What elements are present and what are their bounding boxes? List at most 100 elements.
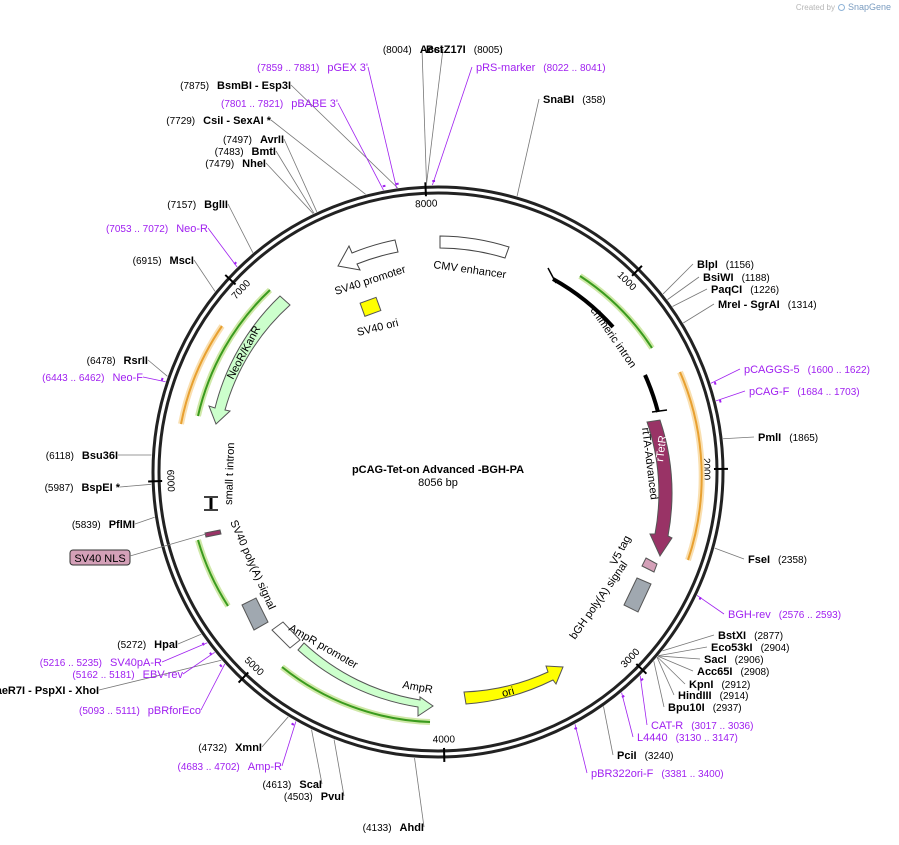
- primer-range-sv40pa-r: (5216 .. 5235): [40, 658, 102, 669]
- enzyme-position-rsrii: (6478): [87, 356, 116, 367]
- enzyme-site-csii-sexai[interactable]: (7729)CsiI - SexAI *: [166, 115, 271, 127]
- enzyme-leader-hindiii: [656, 657, 675, 696]
- feature-sv40-polya[interactable]: [241, 597, 269, 631]
- feature-label-chimeric-intron: chimeric intron: [588, 305, 639, 370]
- primer-site-pbr322ori-f[interactable]: (3381 .. 3400)pBR322ori-F: [591, 768, 724, 780]
- feature-ampr-promoter[interactable]: [271, 621, 301, 649]
- feature-bgh-polya[interactable]: [623, 577, 652, 613]
- enzyme-site-pmli[interactable]: (1865)PmlI: [758, 432, 818, 444]
- enzyme-site-pflmi[interactable]: (5839)PflMI: [72, 519, 135, 531]
- enzyme-leader-pflmi: [134, 516, 155, 525]
- enzyme-position-bsu36i: (6118): [46, 451, 74, 462]
- primer-leader-neo-r: [207, 227, 238, 268]
- enzyme-site-paer7i-pspxi-xhoi[interactable]: (5125)PaeR7I - PspXI - XhoI: [0, 685, 99, 697]
- chimeric-intron-start-bar: [547, 267, 557, 284]
- enzyme-site-blpi[interactable]: (1156)BlpI: [697, 259, 754, 271]
- enzyme-site-eco53ki[interactable]: (2904)Eco53kI: [711, 642, 790, 654]
- primer-leader-cat-r: [639, 675, 648, 726]
- enzyme-leader-xmni: [261, 716, 289, 748]
- feature-ori[interactable]: [463, 665, 564, 705]
- feature-sv40-promoter[interactable]: [337, 239, 399, 271]
- feature-label-bgh-polya: bGH poly(A) signal: [568, 559, 631, 642]
- feature-cmv-enhancer[interactable]: [439, 235, 510, 259]
- primer-site-mark-ebv-rev: [209, 652, 213, 656]
- enzyme-site-paqci[interactable]: (1226) PaqCI: [711, 284, 779, 296]
- enzyme-site-pvui[interactable]: (4503)PvuI: [284, 791, 344, 803]
- feature-neor-kanr[interactable]: [208, 295, 291, 425]
- feature-sv40-nls-mark[interactable]: [204, 529, 222, 538]
- enzyme-site-avrii[interactable]: (7497)AvrII: [223, 134, 284, 146]
- primer-site-neo-f[interactable]: (6443 .. 6462)Neo-F: [42, 372, 143, 384]
- enzyme-name-paqci: PaqCI: [711, 284, 742, 296]
- primer-leader-pcaggs-5: [710, 368, 741, 384]
- enzyme-site-mrei-sgrai[interactable]: (1314)MreI - SgrAI: [718, 299, 817, 311]
- enzyme-site-bspei[interactable]: (5987)BspEI *: [45, 482, 121, 494]
- primer-site-pbabe-3[interactable]: (7801 .. 7821)pBABE 3': [221, 98, 338, 110]
- primer-site-l4440[interactable]: (3130 .. 3147)L4440: [637, 732, 738, 744]
- enzyme-position-paqci: (1226): [750, 285, 779, 296]
- enzyme-site-bsmbi-esp3i[interactable]: (7875)BsmBI - Esp3I: [180, 80, 291, 92]
- enzyme-site-hpai[interactable]: (5272)HpaI: [117, 639, 178, 651]
- primer-site-cat-r[interactable]: (3017 .. 3036)CAT-R: [651, 720, 753, 732]
- feature-chimeric-intron[interactable]: [552, 277, 615, 329]
- enzyme-site-fsei[interactable]: (2358)FseI: [748, 554, 807, 566]
- enzyme-site-bstz17i[interactable]: (8005)BstZ17I: [426, 44, 503, 56]
- enzyme-site-bmti[interactable]: (7483)BmtI: [215, 146, 276, 158]
- feature-rtetr[interactable]: [646, 419, 673, 558]
- enzyme-position-snabi: (358): [582, 95, 605, 106]
- enzyme-position-bstxi: (2877): [754, 631, 783, 642]
- feature-v5-tag[interactable]: [641, 557, 658, 573]
- primer-site-neo-r[interactable]: (7053 .. 7072)Neo-R: [106, 223, 208, 235]
- feature-ampr[interactable]: [297, 642, 434, 717]
- enzyme-leader-msci: [193, 259, 216, 292]
- enzyme-site-nhei[interactable]: (7479)NheI: [205, 158, 266, 170]
- enzyme-site-rsrii[interactable]: (6478)RsrII: [87, 355, 148, 367]
- enzyme-site-snabi[interactable]: (358)SnaBI: [543, 94, 606, 106]
- primer-site-pgex-3[interactable]: (7859 .. 7881)pGEX 3': [257, 62, 368, 74]
- primer-site-ebv-rev[interactable]: (5162 .. 5181)EBV-rev: [72, 669, 183, 681]
- enzyme-site-saci[interactable]: (2906)SacI: [704, 654, 764, 666]
- primer-site-pcaggs-5[interactable]: (1600 .. 1622)pCAGGS-5: [744, 364, 870, 376]
- enzyme-site-bsiwi[interactable]: (1188)BsiWI: [703, 272, 770, 284]
- feature-rtta-bar[interactable]: [643, 374, 660, 413]
- enzyme-site-acci[interactable]: (8004)AccI: [383, 44, 443, 56]
- feature-sv40-ori[interactable]: [359, 296, 382, 317]
- primer-name-pcag-f: pCAG-F: [749, 386, 790, 398]
- enzyme-position-kpni: (2912): [721, 680, 750, 691]
- enzyme-site-msci[interactable]: (6915)MscI: [133, 255, 194, 267]
- enzyme-site-bpu10i[interactable]: (2937)Bpu10I: [668, 702, 742, 714]
- enzyme-site-pcii[interactable]: (3240)PciI: [617, 750, 673, 762]
- enzyme-position-bglii: (7157): [167, 200, 196, 211]
- primer-site-prs-marker[interactable]: (8022 .. 8041)pRS-marker: [476, 62, 606, 74]
- primer-site-pbrforeco[interactable]: (5093 .. 5111)pBRforEco: [79, 705, 201, 717]
- primer-site-bgh-rev[interactable]: (2576 .. 2593)BGH-rev: [728, 609, 841, 621]
- enzyme-site-bglii[interactable]: (7157)BglII: [167, 199, 228, 211]
- enzyme-site-scai[interactable]: (4613)ScaI: [262, 779, 322, 791]
- enzyme-position-avrii: (7497): [223, 135, 252, 146]
- enzyme-site-bsu36i[interactable]: (6118)Bsu36I: [46, 450, 118, 462]
- enzyme-leader-pcii: [603, 706, 614, 756]
- feature-label-sv40-promoter: SV40 promoter: [333, 263, 407, 297]
- enzyme-site-acc65i[interactable]: (2908)Acc65I: [697, 666, 769, 678]
- enzyme-name-saci: SacI: [704, 654, 727, 666]
- enzyme-name-pflmi: PflMI: [109, 519, 135, 531]
- primer-site-sv40pa-r[interactable]: (5216 .. 5235)SV40pA-R: [40, 657, 162, 669]
- primer-name-pcaggs-5: pCAGGS-5: [744, 364, 800, 376]
- primer-name-pgex-3: pGEX 3': [327, 62, 368, 74]
- primer-leader-pbabe-3: [337, 102, 384, 191]
- feature-label-rtetr: rTetR: [654, 435, 669, 463]
- primer-site-pcag-f[interactable]: (1684 .. 1703)pCAG-F: [749, 386, 860, 398]
- enzyme-position-nhei: (7479): [205, 159, 234, 170]
- plasmid-size: 8056 bp: [418, 477, 458, 489]
- sv40-nls-label-box[interactable]: [69, 549, 131, 566]
- enzyme-site-ahdi[interactable]: (4133)AhdI: [363, 822, 424, 834]
- enzyme-site-kpni[interactable]: (2912)KpnI: [689, 679, 750, 691]
- enzyme-name-acci: AccI: [420, 44, 443, 56]
- primer-site-amp-r[interactable]: (4683 .. 4702)Amp-R: [178, 761, 283, 773]
- feature-label-small-t-intron: small t intron: [223, 442, 237, 505]
- enzyme-site-xmni[interactable]: (4732)XmnI: [198, 742, 262, 754]
- enzyme-site-bstxi[interactable]: (2877)BstXI: [718, 630, 783, 642]
- enzyme-site-hindiii[interactable]: (2914)HindIII: [678, 690, 749, 702]
- enzyme-position-xmni: (4732): [198, 743, 227, 754]
